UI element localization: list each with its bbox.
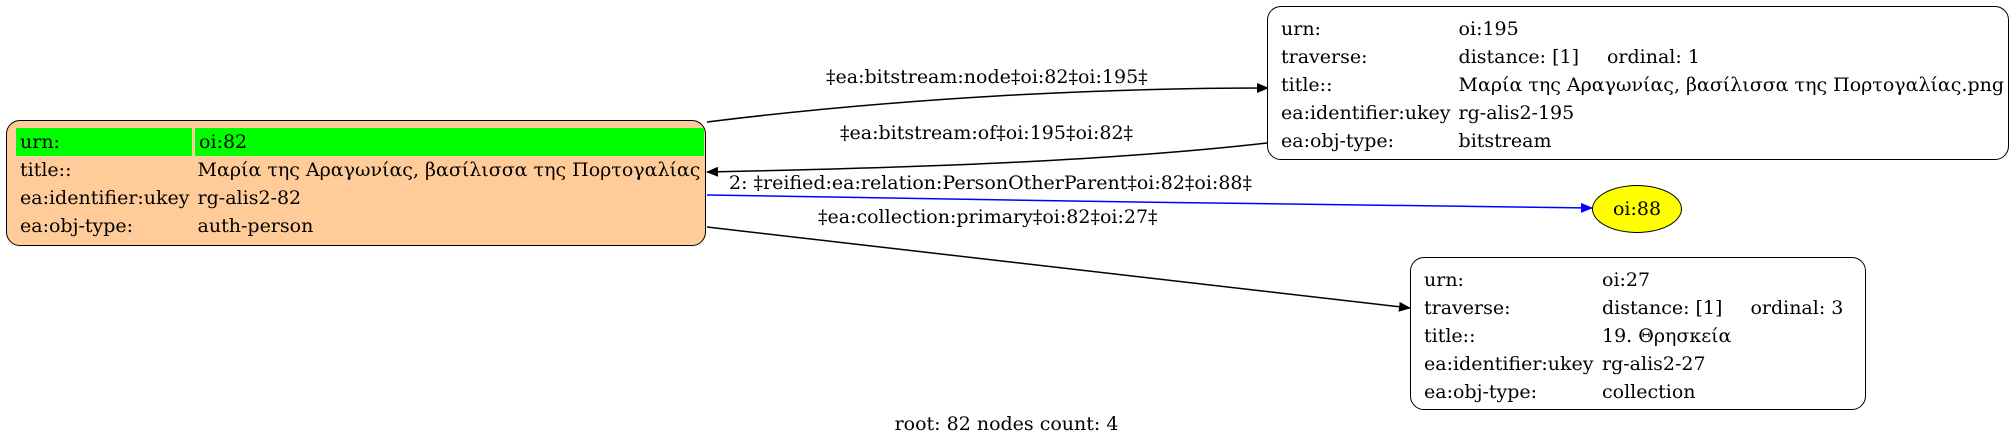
row-key: traverse: — [1281, 46, 1368, 68]
row-value: auth-person — [197, 215, 314, 237]
node-oi-82-table: urn: oi:82 title:: Μαρία της Αραγωνίας, … — [16, 128, 705, 240]
node-row: title:: 19. Θρησκεία — [1420, 322, 1847, 350]
row-key: traverse: — [1424, 297, 1511, 319]
row-value: Μαρία της Αραγωνίας, βασίλισσα της Πορτο… — [1458, 74, 2005, 96]
row-key: ea:identifier:ukey — [1424, 353, 1594, 375]
node-row: ea:obj-type: collection — [1420, 378, 1847, 406]
row-value: 19. Θρησκεία — [1602, 325, 1732, 347]
node-row: ea:obj-type: auth-person — [16, 212, 704, 240]
edge-label-collection-primary: ‡ea:collection:primary‡oi:82‡oi:27‡ — [818, 206, 1158, 228]
node-row: title:: Μαρία της Αραγωνίας, βασίλισσα τ… — [1277, 71, 2008, 99]
row-key: ea:identifier:ukey — [1281, 102, 1451, 124]
node-row: title:: Μαρία της Αραγωνίας, βασίλισσα τ… — [16, 156, 704, 184]
node-row: traverse: distance: [1] ordinal: 3 — [1420, 294, 1847, 322]
row-key: urn: — [1424, 269, 1464, 291]
node-row: urn: oi:27 — [1420, 266, 1847, 294]
row-value: oi:82 — [193, 128, 705, 156]
edge-person-other-parent — [706, 194, 1593, 213]
row-value: collection — [1602, 381, 1696, 403]
row-key: urn: — [16, 128, 196, 156]
node-oi-195[interactable]: urn: oi:195 traverse: distance: [1] ordi… — [1267, 6, 2009, 160]
edge-collection-primary — [706, 226, 1411, 312]
node-oi-27[interactable]: urn: oi:27 traverse: distance: [1] ordin… — [1410, 257, 1866, 410]
edge-bitstream-node — [706, 83, 1269, 123]
node-row: ea:identifier:ukey rg-alis2-82 — [16, 184, 704, 212]
graph-footer: root: 82 nodes count: 4 — [894, 413, 1119, 435]
row-value: oi:27 — [1602, 269, 1651, 291]
row-value: rg-alis2-195 — [1458, 102, 1575, 124]
edge-label-bitstream-node: ‡ea:bitstream:node‡oi:82‡oi:195‡ — [826, 66, 1148, 88]
node-row: ea:obj-type: bitstream — [1277, 127, 2008, 155]
row-key: ea:identifier:ukey — [20, 187, 190, 209]
edge-label-person-other-parent: 2: ‡reified:ea:relation:PersonOtherParen… — [729, 172, 1253, 194]
row-key: ea:obj-type: — [1424, 381, 1538, 403]
row-key: title:: — [20, 159, 72, 181]
node-row: urn: oi:195 — [1277, 15, 2008, 43]
edge-label-bitstream-of: ‡ea:bitstream:of‡oi:195‡oi:82‡ — [840, 122, 1134, 144]
row-value: rg-alis2-27 — [1602, 353, 1706, 375]
row-value: bitstream — [1458, 130, 1552, 152]
node-row: urn: oi:82 — [16, 128, 705, 156]
row-extra: ordinal: 3 — [1750, 297, 1844, 319]
node-row: traverse: distance: [1] ordinal: 1 — [1277, 43, 2008, 71]
row-value: oi:195 — [1458, 18, 1519, 40]
node-oi-82[interactable]: urn: oi:82 title:: Μαρία της Αραγωνίας, … — [6, 120, 706, 246]
node-row: ea:identifier:ukey rg-alis2-195 — [1277, 99, 2008, 127]
row-key: urn: — [1281, 18, 1321, 40]
node-oi-88[interactable]: oi:88 — [1592, 185, 1682, 233]
row-value: distance: [1] — [1458, 46, 1579, 68]
row-key: title:: — [1281, 74, 1333, 96]
node-oi-195-table: urn: oi:195 traverse: distance: [1] ordi… — [1277, 15, 2008, 155]
row-value: rg-alis2-82 — [197, 187, 302, 209]
edge-bitstream-of — [706, 142, 1268, 177]
node-oi-27-table: urn: oi:27 traverse: distance: [1] ordin… — [1420, 266, 1847, 406]
row-value: Μαρία της Αραγωνίας, βασίλισσα της Πορτο… — [197, 159, 701, 181]
node-row: ea:identifier:ukey rg-alis2-27 — [1420, 350, 1847, 378]
row-extra: ordinal: 1 — [1606, 46, 1700, 68]
row-value: distance: [1] — [1602, 297, 1723, 319]
row-key: ea:obj-type: — [1281, 130, 1395, 152]
row-key: title:: — [1424, 325, 1476, 347]
row-key: ea:obj-type: — [20, 215, 134, 237]
